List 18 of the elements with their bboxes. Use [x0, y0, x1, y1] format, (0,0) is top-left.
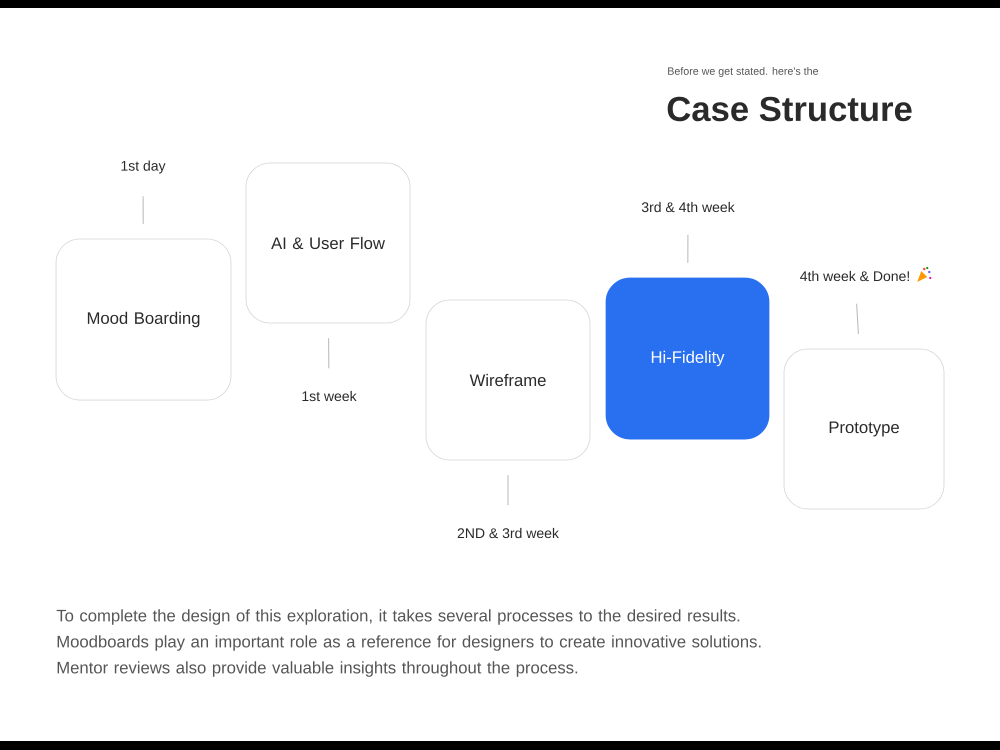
duration-label: 1st week	[302, 390, 357, 402]
process-box: Wireframe	[426, 300, 590, 460]
duration-label: 1st day	[122, 160, 166, 174]
leader-line	[856, 304, 859, 334]
title: Case Structure	[668, 96, 912, 122]
duration-label: 2ND & 3rd week	[458, 528, 559, 538]
process-box: Hi-Fidelity	[606, 278, 770, 440]
leader-line	[142, 196, 144, 224]
subtitle: Before we get stated. here's the	[668, 67, 818, 77]
duration-label: 3rd & 4th week	[642, 202, 735, 212]
leader-line	[687, 234, 688, 263]
process-box: Prototype	[784, 348, 944, 510]
duration-label: 4th week & Done!	[800, 270, 909, 282]
process-box: Mood Boarding	[56, 238, 232, 400]
process-box: AI & User Flow	[246, 162, 410, 324]
leader-line	[328, 338, 330, 368]
leader-line	[507, 475, 509, 506]
description-paragraph: To complete the design of this exploration, it takes several processes to the desired results. Moodboards play an important role as a reference for designers to create innovative solutions. Mentor reviews also provide valuable insights throughout the process.	[56, 609, 761, 677]
